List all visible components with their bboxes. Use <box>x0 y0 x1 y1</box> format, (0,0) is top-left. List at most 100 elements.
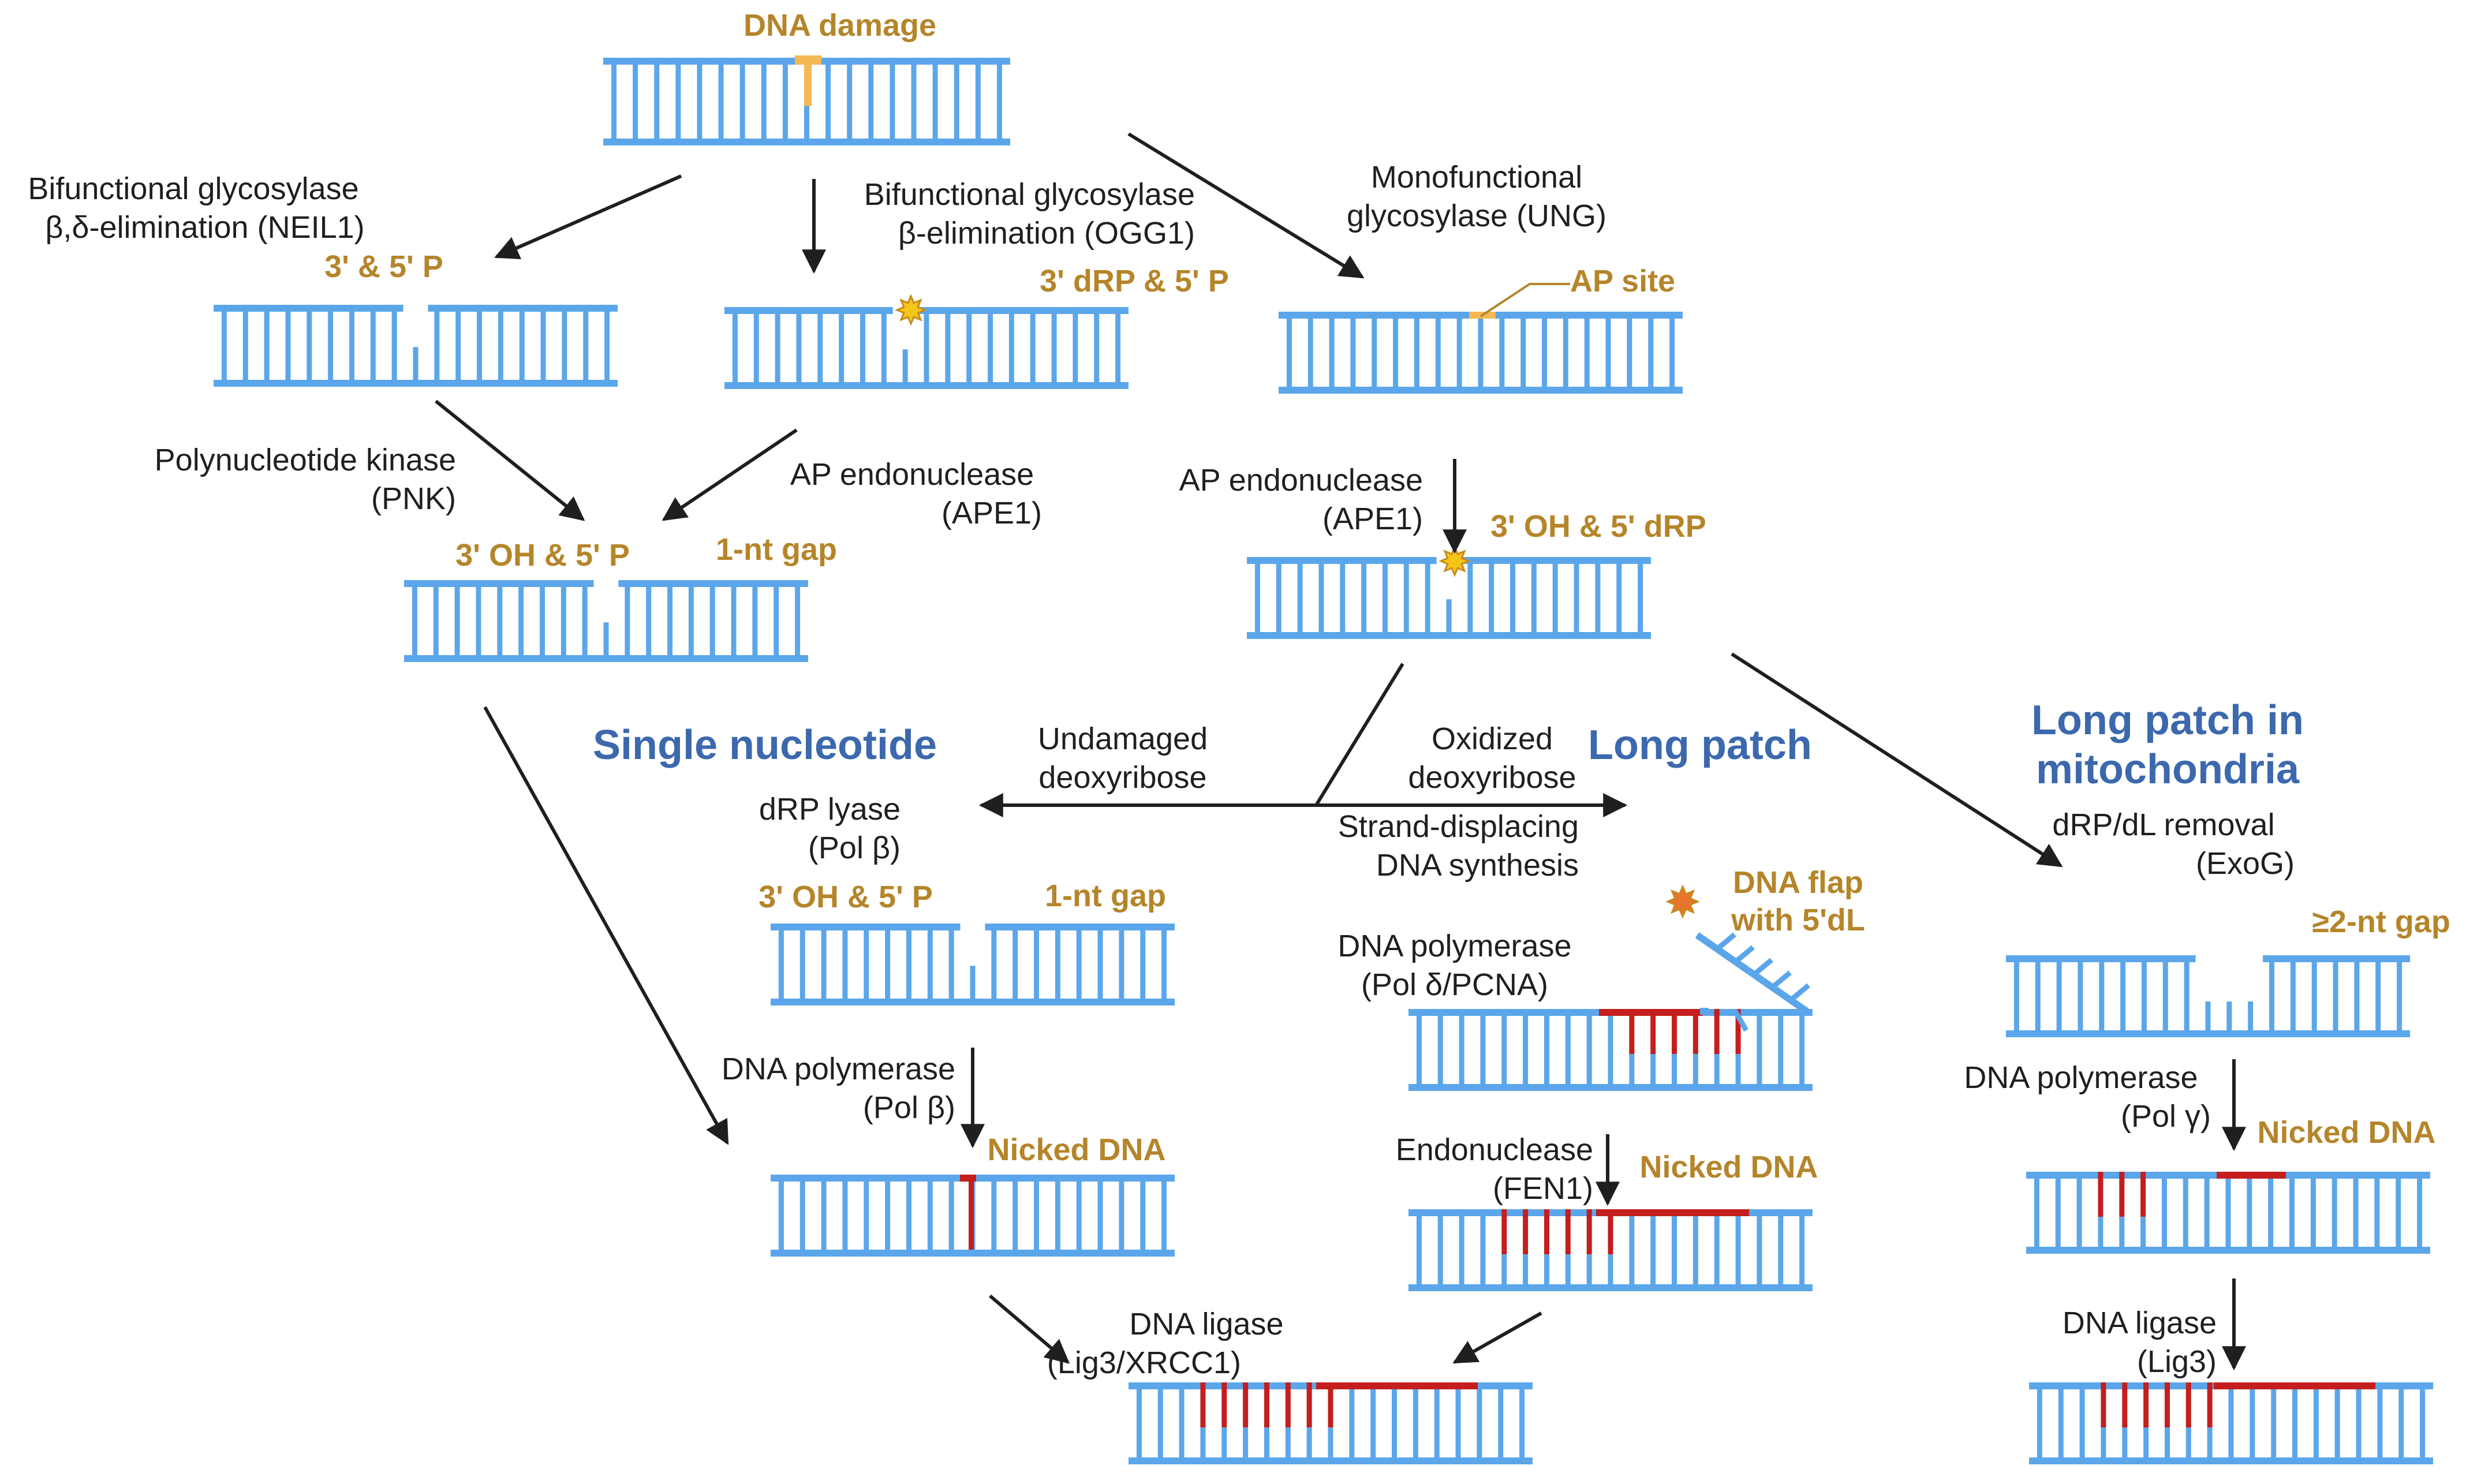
base-rung <box>2035 955 2041 1030</box>
label-1nt-gap-b: 1-nt gap <box>1045 879 1166 913</box>
base-rung <box>433 580 439 655</box>
base-rung <box>654 58 660 139</box>
dna-nicked-c <box>2026 1172 2430 1254</box>
dna-strand-displacement <box>1408 1009 1813 1091</box>
base-rung <box>519 305 525 380</box>
base-rung <box>2207 1427 2213 1457</box>
base-rung <box>476 580 481 655</box>
base-rung <box>991 1175 997 1250</box>
base-rung <box>2397 955 2403 1030</box>
label-3oh-5p-a: 3' OH & 5' P <box>455 538 630 573</box>
label-ape1-a-line2: (APE1) <box>941 496 1042 530</box>
dna-nicked-b <box>1408 1209 1813 1291</box>
label-flap-line2: with 5'dL <box>1731 903 1865 937</box>
repair-base <box>1285 1382 1291 1428</box>
base-rung <box>1531 557 1537 632</box>
base-rung <box>1520 312 1526 387</box>
repair-strand <box>1596 1209 1749 1216</box>
base-rung <box>1778 1009 1784 1084</box>
base-rung <box>2313 1382 2319 1457</box>
base-rung <box>825 58 831 139</box>
base-rung <box>2292 1382 2298 1457</box>
dna-ligated-b <box>2029 1382 2433 1464</box>
label-lig3x-line2: (Lig3/XRCC1) <box>1047 1345 1241 1380</box>
base-rung <box>817 307 823 382</box>
base-rung <box>778 1175 784 1250</box>
base-rung <box>2228 1382 2234 1457</box>
base-rung <box>1437 1209 1443 1284</box>
base-rung <box>761 58 767 139</box>
base-rung <box>1119 924 1124 999</box>
base-rung <box>1243 1427 1249 1457</box>
base-rung <box>709 580 715 655</box>
base-rung <box>1480 1209 1486 1284</box>
base-rung <box>1297 557 1303 632</box>
base-rung <box>991 924 997 999</box>
base-rung <box>753 307 759 382</box>
base-rung <box>927 1175 933 1250</box>
base-rung <box>2141 955 2147 1030</box>
base-rung <box>2056 955 2062 1030</box>
label-polg-line2: (Pol γ) <box>2121 1099 2211 1134</box>
base-rung <box>2183 1172 2188 1247</box>
base-rung <box>1501 1009 1507 1084</box>
base-rung <box>2098 1217 2103 1247</box>
repair-base <box>2098 1172 2103 1217</box>
base-rung <box>1254 557 1260 632</box>
base-rung <box>945 307 951 382</box>
base-rung <box>1574 557 1579 632</box>
base-stub <box>2205 1001 2211 1030</box>
repair-strand <box>1599 1009 1703 1016</box>
arrow-lig-right <box>1452 1311 1542 1364</box>
dna-nicked-a <box>771 1175 1175 1257</box>
dna-ligated-a <box>1129 1382 1533 1464</box>
base-rung <box>1650 1209 1656 1284</box>
base-rung <box>1757 1209 1762 1284</box>
flap-strand <box>1695 932 1809 1014</box>
base-rung <box>1055 1175 1060 1250</box>
base-rung <box>1434 1382 1440 1457</box>
base-rung <box>2013 955 2019 1030</box>
repair-base <box>1200 1382 1206 1428</box>
label-3oh-5drp: 3' OH & 5' dRP <box>1490 509 1706 544</box>
label-ape1-b-line2: (APE1) <box>1322 502 1423 536</box>
base-rung <box>1692 1054 1698 1084</box>
base-rung <box>1276 557 1281 632</box>
base-rung <box>1478 312 1484 387</box>
repair-base <box>2207 1382 2213 1428</box>
base-rung <box>718 58 724 139</box>
base-rung <box>2101 1427 2106 1457</box>
base-rung <box>1544 1009 1549 1084</box>
base-rung <box>455 305 461 380</box>
base-rung <box>1542 312 1548 387</box>
repair-base <box>2143 1382 2149 1428</box>
base-rung <box>582 580 588 655</box>
base-rung <box>2204 1172 2210 1247</box>
base-rung <box>1467 557 1473 632</box>
dna-3oh-5drp <box>1247 557 1651 639</box>
base-rung <box>1595 557 1601 632</box>
base-rung <box>1361 557 1367 632</box>
base-rung <box>675 58 681 139</box>
base-rung <box>1586 1009 1592 1084</box>
base-rung <box>1608 1009 1613 1084</box>
base-rung <box>796 307 802 382</box>
label-ap-site: AP site <box>1570 264 1675 298</box>
bottom-strand <box>214 380 618 387</box>
base-rung <box>1318 557 1324 632</box>
base-rung <box>1455 1382 1461 1457</box>
dna-flap <box>1695 932 1810 1032</box>
base-rung <box>2396 1172 2401 1247</box>
label-ung-line1: Monofunctional <box>1371 160 1582 195</box>
base-rung <box>839 307 845 382</box>
base-rung <box>2034 1172 2039 1247</box>
base-rung <box>775 307 780 382</box>
base-rung <box>1094 307 1100 382</box>
base-rung <box>1605 312 1611 387</box>
base-rung <box>2247 1172 2252 1247</box>
star-drp-icon <box>895 294 927 326</box>
base-rung <box>1757 1009 1762 1084</box>
base-rung <box>604 305 610 380</box>
base-rung <box>1650 1054 1656 1084</box>
label-2nt-gap: ≥2-nt gap <box>2312 904 2450 939</box>
